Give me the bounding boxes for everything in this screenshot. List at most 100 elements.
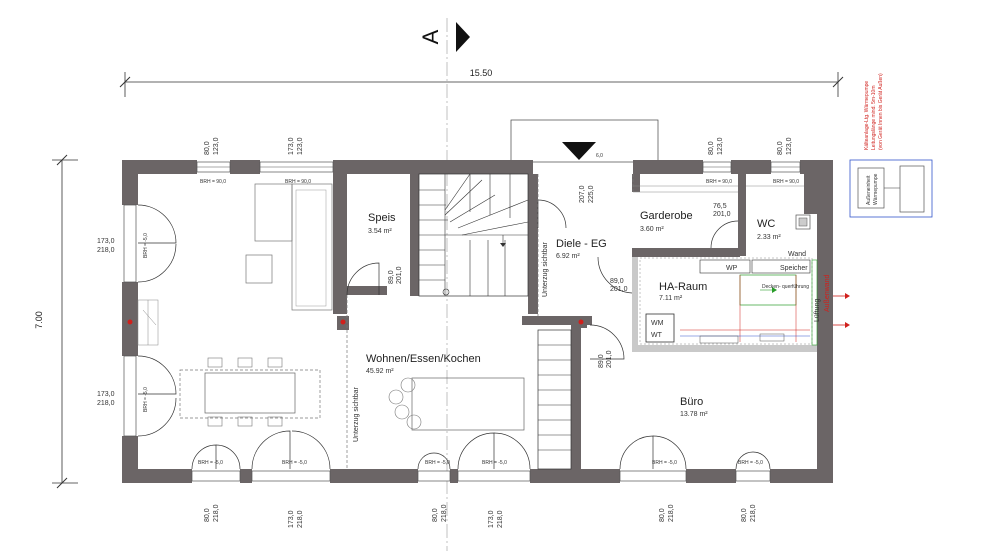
tw4-width: 80,0 bbox=[777, 141, 784, 155]
room-area-buero: 13.78 m² bbox=[680, 411, 708, 418]
heatpump-note-3: (von Gerät Innen bis Gerät Außen) bbox=[878, 73, 884, 150]
ha-door-height: 201,0 bbox=[610, 286, 628, 293]
interior-walls bbox=[127, 174, 817, 469]
bw4-width: 173,0 bbox=[488, 510, 495, 528]
speicher-label: Speicher bbox=[780, 265, 808, 272]
wc-fixtures bbox=[633, 185, 811, 230]
bw1-width: 80,0 bbox=[204, 508, 211, 522]
tw4-brh: BRH = 90,0 bbox=[773, 179, 799, 185]
dining-table bbox=[179, 357, 321, 427]
left-window-annotations: 173,0 218,0 BRH = -5,0 173,0 218,0 BRH =… bbox=[97, 233, 149, 412]
lw1-height: 218,0 bbox=[97, 247, 115, 254]
verteilung-label: Decken- querführung bbox=[762, 284, 809, 290]
misc-labels: Unterzug sichtbar Unterzug sichtbar Wand… bbox=[353, 241, 831, 442]
room-area-wc: 2.33 m² bbox=[757, 234, 781, 241]
door-annotations: 207,0 225,0 89,0 201,0 76,5 201,0 89,0 2… bbox=[388, 185, 731, 368]
bw3-brh: BRH = -5,0 bbox=[425, 460, 450, 466]
wm-label: WM bbox=[651, 320, 664, 327]
garderobe-door-width: 76,5 bbox=[713, 203, 727, 210]
lw1-width: 173,0 bbox=[97, 238, 115, 245]
unterzug-label-diele: Unterzug sichtbar bbox=[542, 241, 549, 297]
room-name-wohnen: Wohnen/Essen/Kochen bbox=[366, 353, 481, 365]
tw3-width: 80,0 bbox=[708, 141, 715, 155]
entry-brh: 6,0 bbox=[596, 153, 603, 159]
room-labels: Speis 3.54 m² Diele - EG 6.92 m² Gardero… bbox=[366, 210, 781, 418]
bottom-window-annotations: 80,0 218,0 BRH = -5,0 173,0 218,0 BRH = … bbox=[198, 460, 763, 528]
room-area-wohnen: 45.92 m² bbox=[366, 368, 394, 375]
entry-canopy: 6,0 bbox=[510, 119, 659, 163]
tw2-width: 173,0 bbox=[288, 137, 295, 155]
buero-door-width: 89,0 bbox=[598, 354, 605, 368]
top-window-annotations: 80,0 123,0 BRH = 90,0 173,0 123,0 BRH = … bbox=[200, 137, 799, 185]
bw3-height: 218,0 bbox=[441, 504, 448, 522]
tw4-height: 123,0 bbox=[786, 137, 793, 155]
living-furniture bbox=[137, 183, 333, 346]
bw2-brh: BRH = -5,0 bbox=[282, 460, 307, 466]
unterzug-label-wohnen: Unterzug sichtbar bbox=[353, 386, 360, 442]
aussenwand-label: Außenwand bbox=[824, 275, 831, 312]
room-name-wc: WC bbox=[757, 218, 775, 230]
heatpump-note-2: Leitungslänge mind. 5m-10m bbox=[871, 86, 877, 150]
outdoor-heatpump: Außeneinheit Wärmepumpe Kälteanlage-Ltg.… bbox=[849, 73, 933, 218]
lw2-width: 173,0 bbox=[97, 391, 115, 398]
unterzug-lines bbox=[346, 174, 634, 469]
section-arrow-icon bbox=[456, 22, 470, 52]
garderobe-door-height: 201,0 bbox=[713, 211, 731, 218]
bw2-height: 218,0 bbox=[297, 510, 304, 528]
kitchen-island bbox=[388, 377, 525, 431]
top-dimension-line: 15.50 bbox=[119, 68, 844, 97]
speis-door-height: 201,0 bbox=[396, 266, 403, 284]
outdoor-unit-label-2: Wärmepumpe bbox=[873, 173, 879, 205]
room-area-ha: 7.11 m² bbox=[659, 295, 683, 302]
bw4-brh: BRH = -5,0 bbox=[482, 460, 507, 466]
entry-door-height: 225,0 bbox=[588, 185, 595, 203]
tw3-height: 123,0 bbox=[717, 137, 724, 155]
ha-raum-equipment bbox=[639, 257, 850, 346]
room-area-garderobe: 3.60 m² bbox=[640, 226, 664, 233]
outdoor-unit-label-1: Außeneinheit bbox=[866, 175, 872, 205]
exterior-walls bbox=[122, 160, 833, 483]
wt-label: WT bbox=[651, 332, 663, 339]
entrance-arrow-icon bbox=[562, 142, 596, 160]
total-depth-label: 7.00 bbox=[34, 311, 44, 329]
door-swings bbox=[137, 199, 771, 470]
bw2-width: 173,0 bbox=[288, 510, 295, 528]
bw6-width: 80,0 bbox=[741, 508, 748, 522]
total-width-label: 15.50 bbox=[470, 68, 493, 78]
window-frames bbox=[123, 161, 801, 482]
section-letter: A bbox=[418, 29, 443, 44]
lueftung-label: Lüftung bbox=[814, 299, 821, 322]
bw1-brh: BRH = -5,0 bbox=[198, 460, 223, 466]
room-name-garderobe: Garderobe bbox=[640, 210, 693, 222]
room-area-speis: 3.54 m² bbox=[368, 228, 392, 235]
heatpump-note-1: Kälteanlage-Ltg. Wärmepumpe bbox=[864, 81, 870, 150]
tw1-width: 80,0 bbox=[204, 141, 211, 155]
tw2-height: 123,0 bbox=[297, 137, 304, 155]
bw6-height: 218,0 bbox=[750, 504, 757, 522]
tw2-brh: BRH = 90,0 bbox=[285, 179, 311, 185]
left-dimension-line: 7.00 bbox=[34, 154, 78, 489]
room-name-buero: Büro bbox=[680, 396, 703, 408]
entry-door-width: 207,0 bbox=[579, 185, 586, 203]
tw3-brh: BRH = 90,0 bbox=[706, 179, 732, 185]
speis-door-width: 89,0 bbox=[388, 270, 395, 284]
tw1-brh: BRH = 90,0 bbox=[200, 179, 226, 185]
lw2-brh: BRH = -5,0 bbox=[143, 387, 149, 412]
bw6-brh: BRH = -5,0 bbox=[738, 460, 763, 466]
bw5-height: 218,0 bbox=[668, 504, 675, 522]
bw5-brh: BRH = -5,0 bbox=[652, 460, 677, 466]
room-name-speis: Speis bbox=[368, 212, 396, 224]
room-name-ha: HA-Raum bbox=[659, 281, 707, 293]
room-area-diele: 6.92 m² bbox=[556, 253, 580, 260]
lw2-height: 218,0 bbox=[97, 400, 115, 407]
ha-door-width: 89,0 bbox=[610, 278, 624, 285]
bw5-width: 80,0 bbox=[659, 508, 666, 522]
section-marker: A bbox=[418, 18, 470, 551]
wand-label: Wand bbox=[788, 251, 806, 258]
staircase bbox=[418, 173, 572, 470]
wp-label: WP bbox=[726, 265, 738, 272]
bw3-width: 80,0 bbox=[432, 508, 439, 522]
tw1-height: 123,0 bbox=[213, 137, 220, 155]
buero-door-height: 201,0 bbox=[606, 350, 613, 368]
